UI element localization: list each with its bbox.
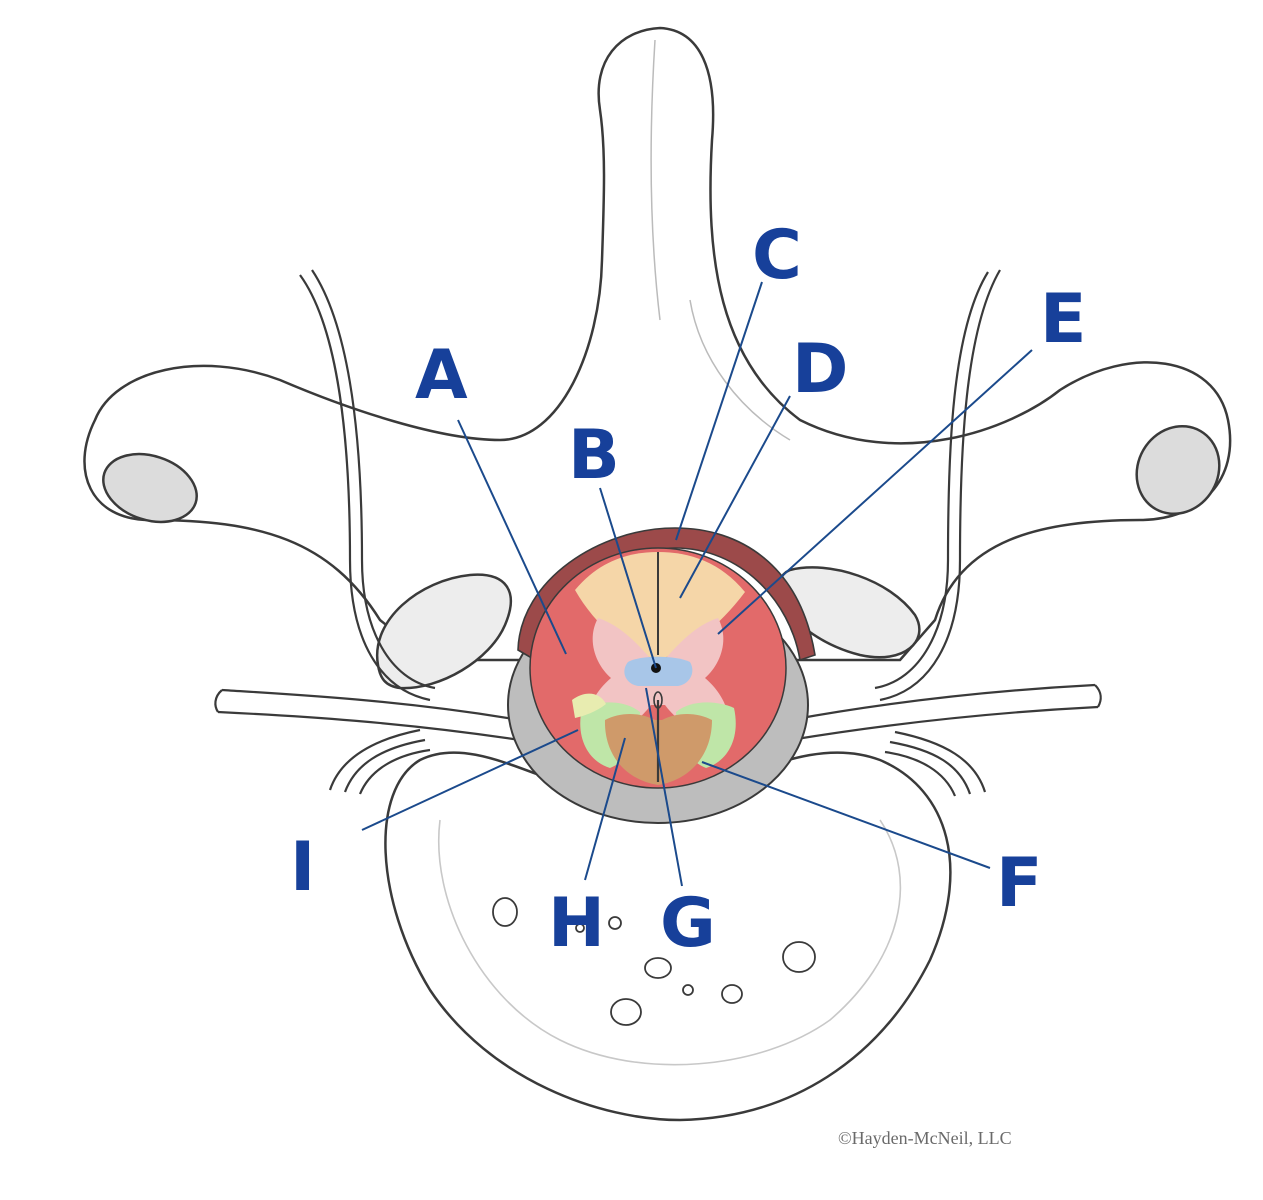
label-a: A bbox=[415, 336, 468, 415]
leader-line-b bbox=[599, 487, 657, 669]
leader-line-c bbox=[675, 281, 763, 541]
right-nerve-loop bbox=[879, 269, 1001, 702]
label-b: B bbox=[568, 416, 620, 495]
labels: A B C D E F G H I bbox=[290, 216, 1086, 963]
leader-line-h bbox=[584, 737, 626, 881]
left-facet bbox=[102, 452, 198, 524]
spinal-nerves bbox=[214, 269, 1102, 797]
leader-line-d bbox=[679, 395, 791, 599]
left-pedicle-opening bbox=[375, 573, 512, 690]
leader-line-f bbox=[701, 761, 991, 869]
leader-line-i bbox=[361, 729, 579, 831]
label-g: G bbox=[660, 884, 716, 963]
left-nerve-loop bbox=[299, 274, 431, 702]
leader-line-e bbox=[717, 349, 1033, 635]
right-facet bbox=[1135, 424, 1221, 516]
leader-line-a bbox=[457, 419, 567, 655]
label-c: C bbox=[752, 216, 802, 295]
body-holes bbox=[492, 897, 816, 1026]
spinal-cord bbox=[507, 527, 816, 824]
right-spinal-nerve bbox=[789, 683, 1096, 722]
label-i: I bbox=[290, 828, 315, 907]
copyright-text: ©Hayden-McNeil, LLC bbox=[838, 1128, 1012, 1148]
vertebral-arch bbox=[83, 26, 1232, 662]
label-h: H bbox=[548, 884, 605, 963]
leader-lines bbox=[361, 281, 1033, 887]
label-d: D bbox=[792, 330, 848, 409]
label-f: F bbox=[996, 844, 1042, 923]
left-spinal-nerve bbox=[221, 688, 521, 722]
label-e: E bbox=[1040, 280, 1086, 359]
leader-line-g bbox=[645, 687, 683, 887]
